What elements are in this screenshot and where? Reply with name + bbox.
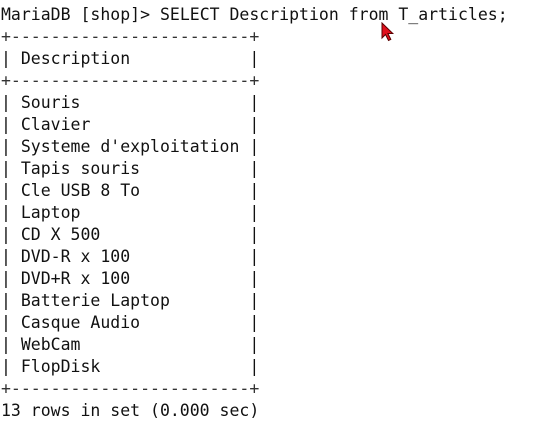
command-text: SELECT Description from T_articles;: [159, 5, 508, 24]
table-row: | WebCam |: [1, 335, 260, 354]
table-row: | DVD+R x 100 |: [1, 269, 260, 288]
table-row: | DVD-R x 100 |: [1, 247, 260, 266]
table-row: | Casque Audio |: [1, 313, 260, 332]
prompt: MariaDB [shop]>: [1, 5, 160, 24]
table-row: | CD X 500 |: [1, 225, 260, 244]
table-row: | Laptop |: [1, 203, 260, 222]
table-header-row: | Description |: [1, 49, 260, 68]
result-rows: | Souris | | Clavier | | Systeme d'exploit…: [0, 92, 549, 378]
command-line: MariaDB [shop]> SELECT Description from …: [0, 4, 549, 26]
table-row: | Clavier |: [1, 115, 260, 134]
table-top-border: +------------------------+: [1, 27, 260, 46]
table-row: | Souris |: [1, 93, 260, 112]
table-bottom-border: +------------------------+: [1, 379, 260, 398]
table-row: | Batterie Laptop |: [1, 291, 260, 310]
table-row: | Tapis souris |: [1, 159, 260, 178]
result-summary: 13 rows in set (0.000 sec): [1, 401, 260, 420]
table-header-border: +------------------------+: [1, 71, 260, 90]
table-row: | Systeme d'exploitation |: [1, 137, 260, 156]
table-row: | Cle USB 8 To |: [1, 181, 260, 200]
mouse-pointer-icon: [381, 22, 395, 42]
table-row: | FlopDisk |: [1, 357, 260, 376]
